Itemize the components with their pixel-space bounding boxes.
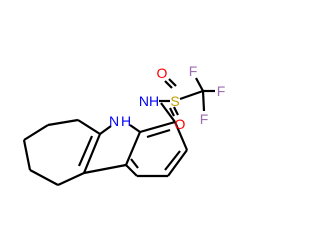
molecule-structure-diagram: N H NH S O O F F F — [22, 63, 225, 186]
ring-hydrogen-label: H — [121, 113, 131, 129]
bond — [179, 89, 204, 101]
fluorine-right-label: F — [217, 83, 226, 99]
bond — [129, 124, 141, 133]
atom-labels: N H NH S O O F F F — [109, 63, 225, 132]
bond-double-inner — [77, 135, 94, 167]
bond-double-inner — [146, 128, 171, 139]
bonds — [22, 77, 215, 186]
bond — [124, 131, 142, 166]
bond — [23, 124, 49, 141]
ring-nitrogen-label: N — [109, 113, 119, 129]
bond — [164, 80, 173, 89]
bond — [77, 119, 101, 135]
bond — [169, 107, 175, 117]
bond — [195, 77, 204, 92]
bond — [160, 102, 176, 123]
bond — [125, 164, 138, 177]
bond — [173, 106, 179, 116]
fluorine-bottom-label: F — [200, 111, 209, 127]
bond — [139, 120, 176, 134]
bond — [22, 139, 32, 171]
bond — [99, 125, 112, 135]
bond-double-inner — [164, 150, 181, 171]
fluorine-top-label: F — [189, 63, 198, 79]
bond — [168, 78, 177, 87]
bond — [167, 149, 188, 177]
sulfur-label: S — [170, 93, 179, 109]
bond — [173, 121, 189, 151]
bond — [201, 90, 206, 112]
oxygen-bottom-label: O — [175, 116, 186, 132]
bond-double-inner — [130, 158, 139, 169]
amide-nh-label: NH — [139, 93, 159, 109]
bond — [82, 133, 102, 174]
oxygen-top-label: O — [157, 65, 168, 81]
bond — [83, 163, 127, 175]
bond — [47, 118, 79, 127]
bond — [29, 169, 59, 186]
bond — [57, 172, 85, 186]
